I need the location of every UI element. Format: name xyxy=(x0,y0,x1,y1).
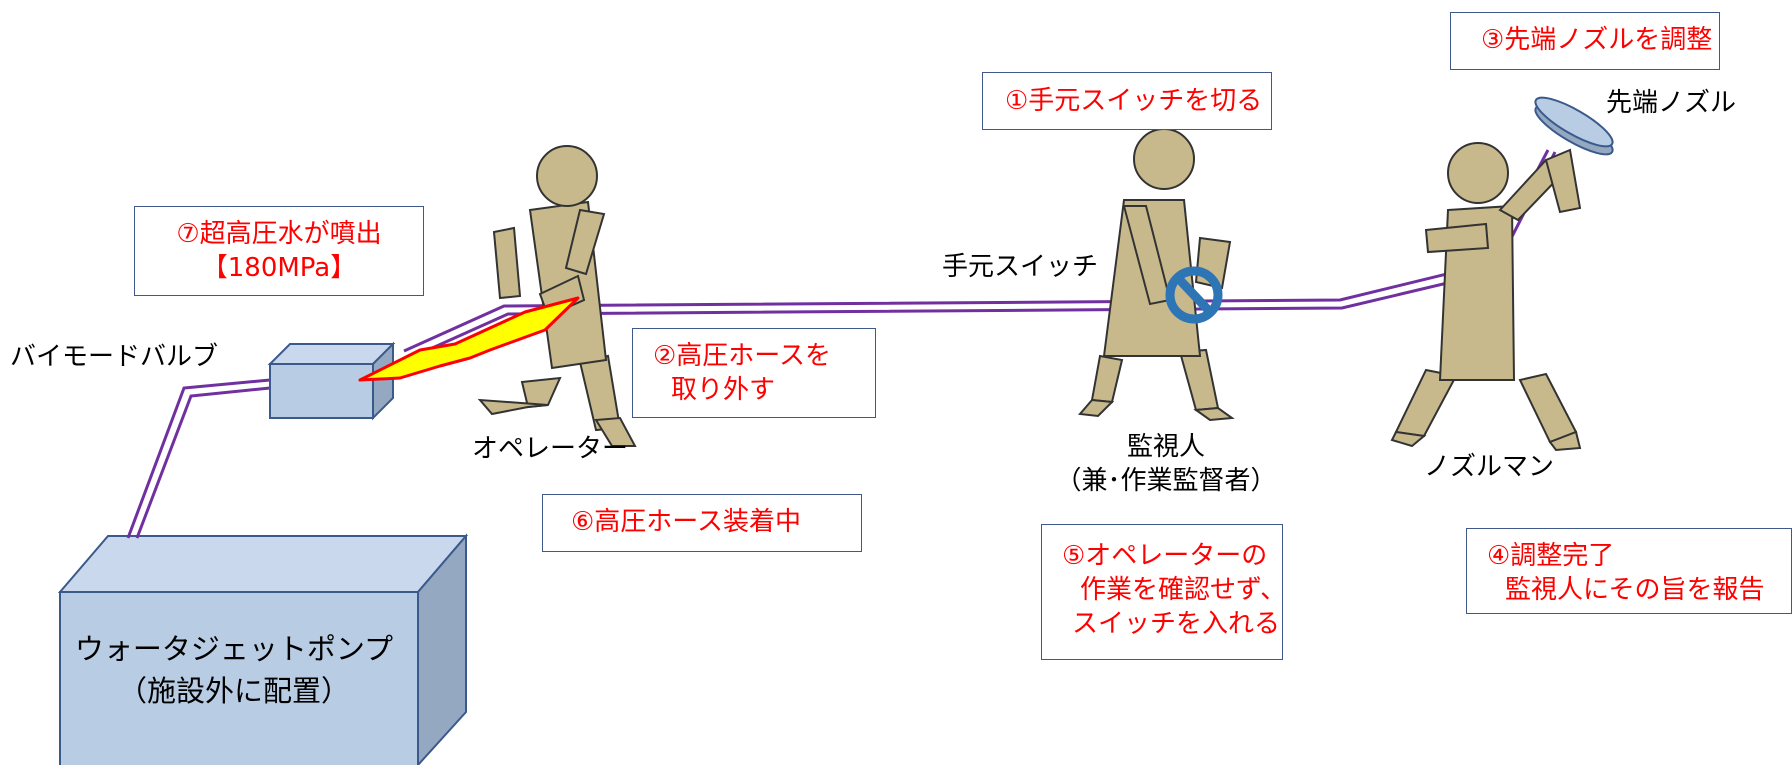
step-4-line2: 監視人にその旨を報告 xyxy=(1505,575,1765,605)
step-2-line2: 取り外す xyxy=(671,375,776,405)
label-nozzleman: ノズルマン xyxy=(1424,452,1555,482)
pump-label-line2: （施設外に配置） xyxy=(117,674,350,708)
step-7-water-jet: ⑦超高圧水が噴出 【180MPa】 xyxy=(134,206,424,296)
label-hand-switch: 手元スイッチ xyxy=(942,252,1099,282)
hose-pump-to-valve xyxy=(126,378,271,539)
step-7-line2: 【180MPa】 xyxy=(201,253,357,283)
step-4-line1: ④調整完了 xyxy=(1487,541,1615,571)
step-3-adjust-nozzle: ③先端ノズルを調整 xyxy=(1450,12,1720,70)
bimode-valve xyxy=(267,341,396,421)
label-bimode-valve: バイモードバルブ xyxy=(10,342,219,372)
pump-label: ウォータジェットポンプ （施設外に配置） xyxy=(60,628,408,712)
step-1-text: ①手元スイッチを切る xyxy=(1005,86,1263,116)
step-6-hose-attaching: ⑥高圧ホース装着中 xyxy=(542,494,862,552)
step-3-text: ③先端ノズルを調整 xyxy=(1481,25,1713,55)
step-2-remove-hose: ②高圧ホースを 取り外す xyxy=(632,328,876,418)
water-jet-pump xyxy=(57,533,469,765)
step-6-text: ⑥高圧ホース装着中 xyxy=(571,507,802,537)
operator-figure xyxy=(477,145,637,447)
step-2-line1: ②高圧ホースを xyxy=(653,341,832,371)
label-operator: オペレーター xyxy=(472,434,629,464)
step-1-turn-off-switch: ①手元スイッチを切る xyxy=(982,72,1272,130)
step-4-report: ④調整完了 監視人にその旨を報告 xyxy=(1466,528,1792,614)
nozzleman-figure xyxy=(1390,142,1582,452)
pump-label-line1: ウォータジェットポンプ xyxy=(74,632,394,666)
step-5-line3: スイッチを入れる xyxy=(1072,609,1281,639)
step-7-line1: ⑦超高圧水が噴出 xyxy=(176,219,382,249)
step-5-switch-on: ⑤オペレーターの 作業を確認せず、 スイッチを入れる xyxy=(1041,524,1287,660)
label-tip-nozzle: 先端ノズル xyxy=(1606,88,1737,118)
prohibition-sign-icon xyxy=(1165,266,1223,324)
step-5-line1: ⑤オペレーターの xyxy=(1062,541,1268,571)
label-monitor: 監視人 （兼･作業監督者） xyxy=(1052,430,1280,498)
tip-nozzle xyxy=(1534,96,1614,156)
step-5-line2: 作業を確認せず、 xyxy=(1080,575,1287,605)
high-pressure-jet xyxy=(358,296,580,382)
label-monitor-line1: 監視人 xyxy=(1126,432,1205,462)
label-monitor-line2: （兼･作業監督者） xyxy=(1055,466,1277,496)
